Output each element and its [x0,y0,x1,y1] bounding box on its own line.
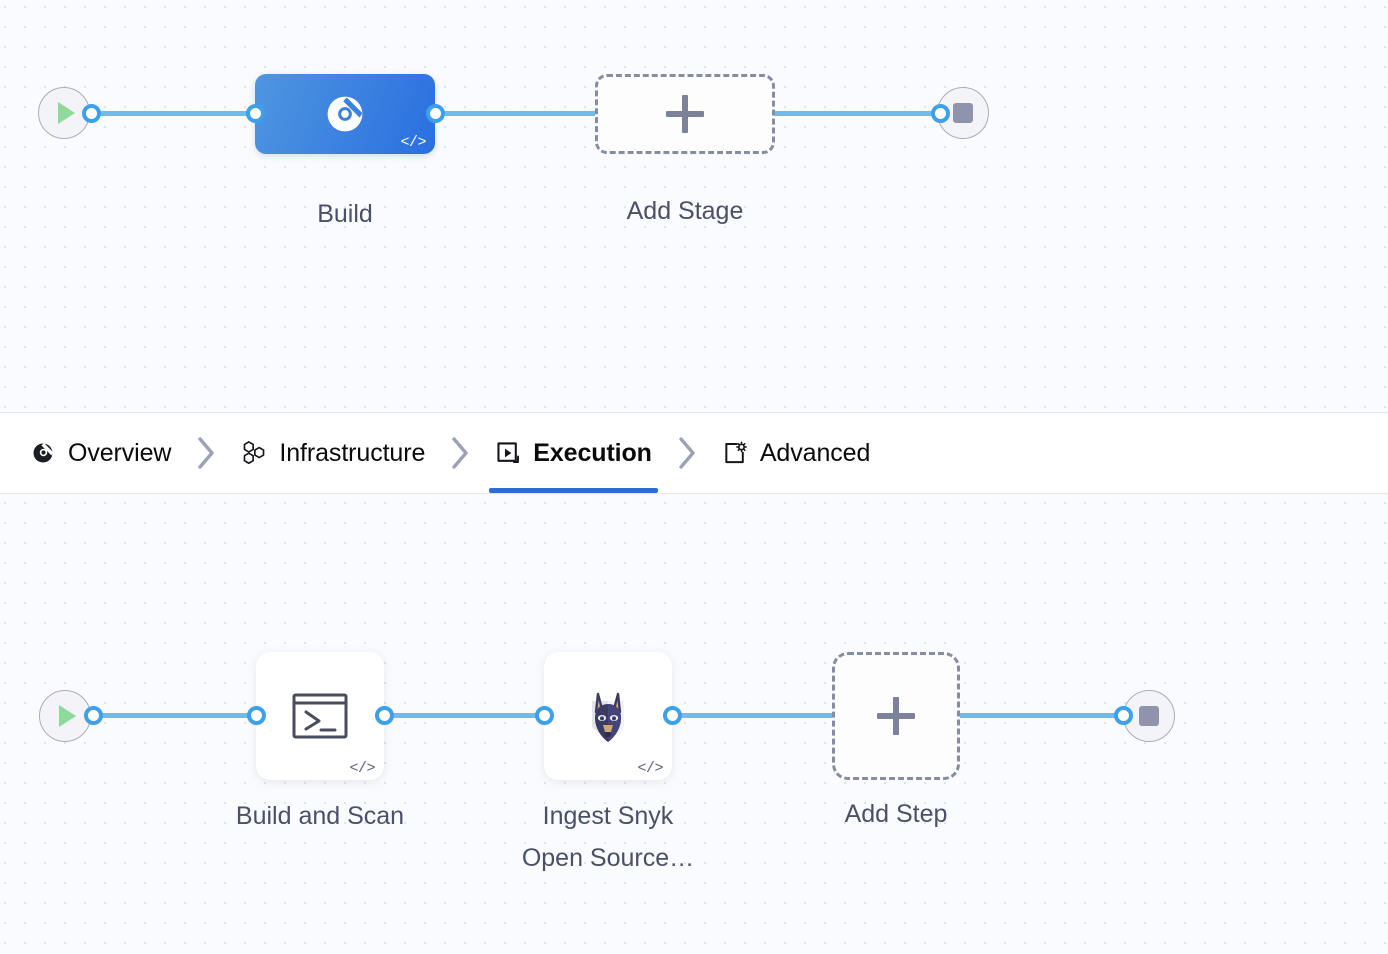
plus-icon [666,95,704,133]
add-stage-button[interactable] [595,74,775,154]
step-node-build-and-scan[interactable]: </> [256,652,384,780]
stage-build-out-port[interactable] [426,104,445,123]
wire-addstep-to-end [952,713,1137,718]
wire-start-to-buildscan [90,713,275,718]
plus-icon [877,697,915,735]
snyk-out-port[interactable] [663,706,682,725]
add-step-button[interactable] [832,652,960,780]
add-stage-label: Add Stage [626,197,744,225]
stage-start-port[interactable] [82,104,101,123]
code-badge: </> [349,760,375,777]
tab-overview-label: Overview [68,438,172,467]
step-node-build-and-scan-label: Build and Scan [235,802,405,830]
tab-advanced[interactable]: Advanced [722,413,870,493]
step-node-ingest-snyk[interactable]: </> [544,652,672,780]
pipeline-icon [327,96,363,132]
stage-graph-canvas[interactable]: </> Build Add Stage [0,0,1388,412]
stop-icon [953,103,973,123]
code-badge: </> [637,760,663,777]
snyk-icon [592,692,624,742]
code-badge: </> [400,134,426,151]
execution-graph-canvas[interactable]: </> Build and Scan </> [0,494,1388,954]
tab-execution-label: Execution [533,438,652,467]
execution-start-port[interactable] [84,706,103,725]
tab-infrastructure-label: Infrastructure [279,438,426,467]
tab-execution[interactable]: Execution [489,413,658,493]
tab-infrastructure[interactable]: Infrastructure [241,413,425,493]
buildscan-out-port[interactable] [375,706,394,725]
stage-node-build[interactable]: </> [255,74,435,154]
wire-buildscan-to-snyk [370,713,565,718]
stage-config-tabs: Overview Infrastructure [0,412,1388,494]
play-box-icon [495,440,521,466]
stop-icon [1139,706,1159,726]
chevron-right-icon-3 [652,436,722,470]
play-icon [58,102,75,124]
snyk-in-port[interactable] [535,706,554,725]
chevron-right-icon-2 [425,436,495,470]
tab-advanced-label: Advanced [759,438,871,467]
add-step-label: Add Step [844,800,948,828]
tab-overview[interactable]: Overview [30,413,171,493]
gear-box-icon [722,440,748,466]
pipeline-icon [30,440,56,466]
wire-start-to-build [88,111,268,116]
play-icon [59,705,76,727]
stage-node-build-label: Build [317,200,373,228]
step-node-ingest-snyk-label: Ingest Snyk Open Source… [521,802,695,872]
stage-build-in-port[interactable] [246,104,265,123]
buildscan-in-port[interactable] [247,706,266,725]
wire-snyk-to-addstep [658,713,858,718]
stage-start-node[interactable] [38,87,90,139]
stage-end-port[interactable] [931,104,950,123]
hexagons-icon [241,440,267,466]
chevron-right-icon-1 [171,436,241,470]
execution-end-port[interactable] [1114,706,1133,725]
terminal-icon [292,693,348,739]
